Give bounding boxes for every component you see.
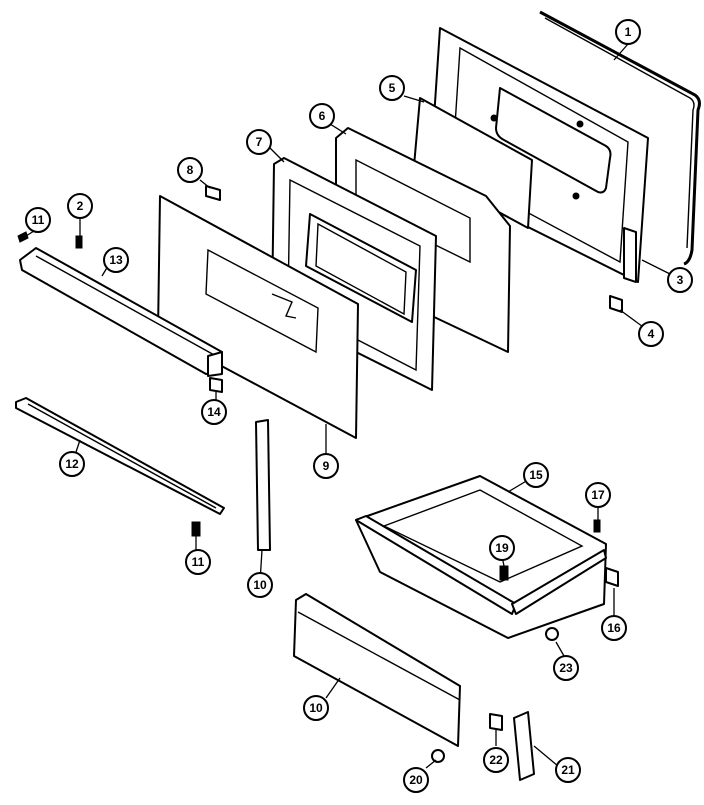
callout-23: 23: [553, 655, 579, 681]
svg-text:21: 21: [561, 763, 575, 777]
inner-door-window: [495, 87, 612, 194]
svg-text:19: 19: [495, 541, 509, 555]
svg-text:2: 2: [77, 199, 84, 213]
door-liner-window: [305, 213, 417, 323]
lower-door-trim: [15, 397, 225, 515]
svg-text:6: 6: [319, 109, 326, 123]
svg-text:15: 15: [529, 468, 543, 482]
svg-text:11: 11: [192, 555, 205, 569]
callout-21: 21: [555, 757, 581, 783]
callout-11-top: 11: [25, 207, 51, 233]
svg-text:17: 17: [591, 488, 605, 502]
screw-17: [593, 519, 601, 533]
door-liner-inset: [287, 178, 421, 372]
door-handle-endcap: [207, 351, 223, 377]
handle-end-clip: [209, 377, 223, 393]
svg-text:1: 1: [625, 25, 632, 39]
screw-19: [499, 565, 509, 581]
svg-text:9: 9: [323, 459, 330, 473]
door-gasket-inner: [544, 17, 695, 249]
screw-2: [75, 235, 83, 249]
svg-text:22: 22: [489, 753, 503, 767]
screw-11-bottom: [191, 521, 201, 537]
callout-5: 5: [379, 75, 405, 101]
door-liner-window-inner: [315, 222, 407, 316]
drawer-front-panel: [293, 593, 461, 747]
outer-door-panel-window: [205, 248, 319, 354]
svg-text:11: 11: [32, 213, 45, 227]
callout-19: 19: [489, 535, 515, 561]
svg-text:12: 12: [65, 457, 79, 471]
storage-drawer-rim-right: [511, 549, 607, 615]
callout-20: 20: [403, 767, 429, 793]
inner-door-screw: [576, 120, 584, 128]
svg-text:20: 20: [409, 773, 423, 787]
callout-6: 6: [309, 103, 335, 129]
svg-text:7: 7: [256, 135, 263, 149]
storage-drawer: [355, 475, 607, 639]
screw-11-top: [17, 231, 29, 243]
clip-4: [609, 295, 623, 313]
clip-22: [489, 713, 503, 731]
callout-7: 7: [246, 129, 272, 155]
svg-text:10: 10: [253, 578, 267, 592]
callout-17: 17: [585, 482, 611, 508]
screw-20: [431, 749, 445, 763]
callout-8: 8: [177, 157, 203, 183]
callout-14: 14: [201, 399, 227, 425]
svg-text:13: 13: [109, 253, 123, 267]
inner-door-screw: [572, 192, 580, 200]
clip-16: [605, 567, 619, 587]
callout-22: 22: [483, 747, 509, 773]
drawer-side-trim: [513, 711, 535, 781]
callout-16: 16: [601, 615, 627, 641]
svg-text:4: 4: [648, 327, 655, 341]
callout-4: 4: [638, 321, 664, 347]
callout-1: 1: [615, 19, 641, 45]
svg-text:16: 16: [607, 621, 621, 635]
side-trim-strip: [255, 419, 271, 551]
callout-11-bottom: 11: [185, 549, 211, 575]
door-clip: [205, 185, 221, 201]
callout-2: 2: [67, 193, 93, 219]
svg-text:10: 10: [309, 701, 323, 715]
door-glass: [413, 97, 533, 229]
inner-door-screw: [490, 114, 498, 122]
door-gasket: [539, 10, 701, 266]
door-handle-rail-edge: [35, 255, 217, 357]
callout-13: 13: [103, 247, 129, 273]
door-insulation-cutout: [355, 158, 471, 264]
svg-text:14: 14: [207, 405, 221, 419]
callout-10-drawer-front: 10: [303, 695, 329, 721]
outer-door-panel-logo: [271, 293, 297, 319]
svg-text:3: 3: [677, 273, 684, 287]
callout-9: 9: [313, 453, 339, 479]
drawer-front-panel-edge: [297, 611, 461, 701]
svg-text:23: 23: [559, 661, 573, 675]
lower-door-trim-edge: [27, 403, 217, 509]
callout-12: 12: [59, 451, 85, 477]
storage-drawer-inner: [382, 489, 584, 583]
callout-10-strip: 10: [247, 572, 273, 598]
svg-text:5: 5: [389, 81, 396, 95]
callout-3: 3: [667, 267, 693, 293]
svg-text:8: 8: [187, 163, 194, 177]
nut-23: [545, 627, 559, 641]
callout-15: 15: [523, 462, 549, 488]
inner-door-hinge-right: [623, 227, 637, 283]
